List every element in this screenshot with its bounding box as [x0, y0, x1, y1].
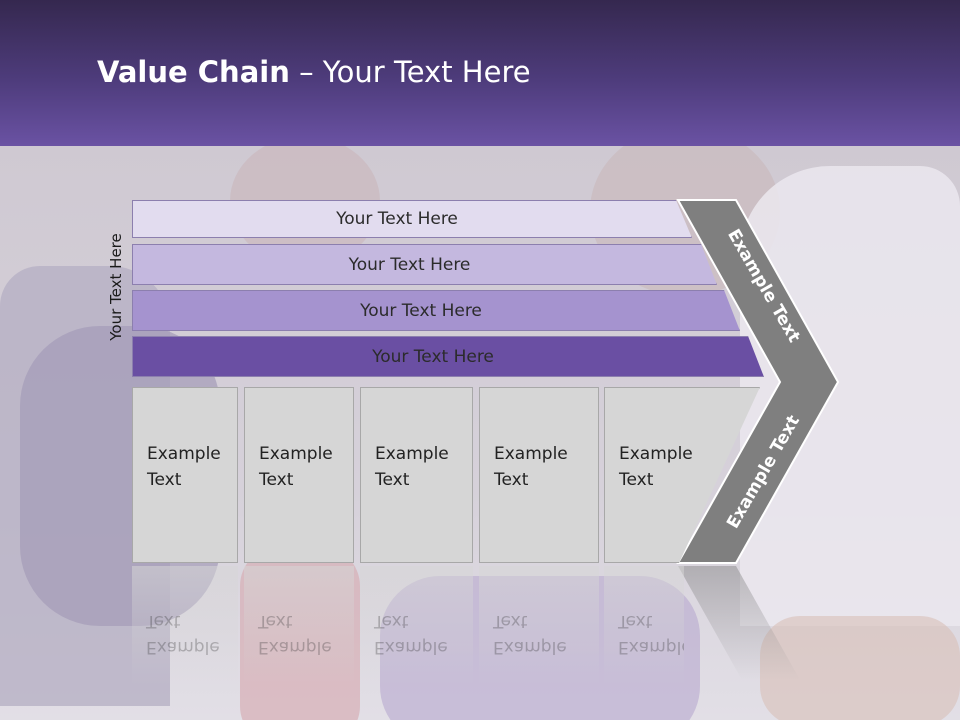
value-row-2-label: Your Text Here: [348, 254, 471, 275]
card-reflection-4: Example Text: [479, 566, 599, 686]
header-band: Value Chain – Your Text Here: [0, 0, 960, 146]
value-row-4-label: Your Text Here: [372, 346, 494, 367]
card-2-line2: Text: [259, 470, 294, 490]
card-reflection-4-line2: Text: [493, 611, 528, 631]
card-reflection-3-line1: Example: [374, 637, 448, 657]
card-1-line2: Text: [147, 470, 182, 490]
card-3-line1: Example: [375, 444, 449, 464]
card-reflection-4-line1: Example: [493, 637, 567, 657]
value-row-3: Your Text Here: [132, 290, 740, 331]
value-row-1: Your Text Here: [132, 200, 692, 238]
value-row-2: Your Text Here: [132, 244, 717, 285]
card-4-line1: Example: [494, 444, 568, 464]
example-card-4: Example Text: [479, 387, 599, 563]
example-card-1: Example Text: [132, 387, 238, 563]
card-reflection-2-line1: Example: [258, 637, 332, 657]
card-reflection-1: Example Text: [132, 566, 238, 686]
card-reflection-5: Example Text: [604, 566, 684, 686]
card-4-line2: Text: [494, 470, 529, 490]
side-label: Your Text Here: [107, 233, 125, 341]
example-card-3: Example Text: [360, 387, 473, 563]
value-row-1-label: Your Text Here: [336, 209, 458, 229]
card-2-line1: Example: [259, 444, 333, 464]
card-reflection-1-line1: Example: [146, 637, 220, 657]
value-row-4: Your Text Here: [132, 336, 764, 377]
card-reflection-1-line2: Text: [146, 611, 181, 631]
value-row-3-label: Your Text Here: [360, 300, 482, 321]
card-reflection-2: Example Text: [244, 566, 354, 686]
card-5-line1: Example: [619, 444, 693, 464]
card-5-line2: Text: [619, 470, 654, 490]
card-reflection-2-line2: Text: [258, 611, 293, 631]
slide-title: Value Chain – Your Text Here: [97, 55, 531, 89]
title-bold: Value Chain: [97, 55, 290, 89]
card-reflection-5-line1: Example: [618, 637, 684, 657]
example-card-2: Example Text: [244, 387, 354, 563]
card-3-line2: Text: [375, 470, 410, 490]
title-rest: – Your Text Here: [289, 55, 531, 89]
card-1-line1: Example: [147, 444, 221, 464]
card-reflection-3: Example Text: [360, 566, 473, 686]
card-reflection-5-line2: Text: [618, 611, 653, 631]
card-reflection-3-line2: Text: [374, 611, 409, 631]
